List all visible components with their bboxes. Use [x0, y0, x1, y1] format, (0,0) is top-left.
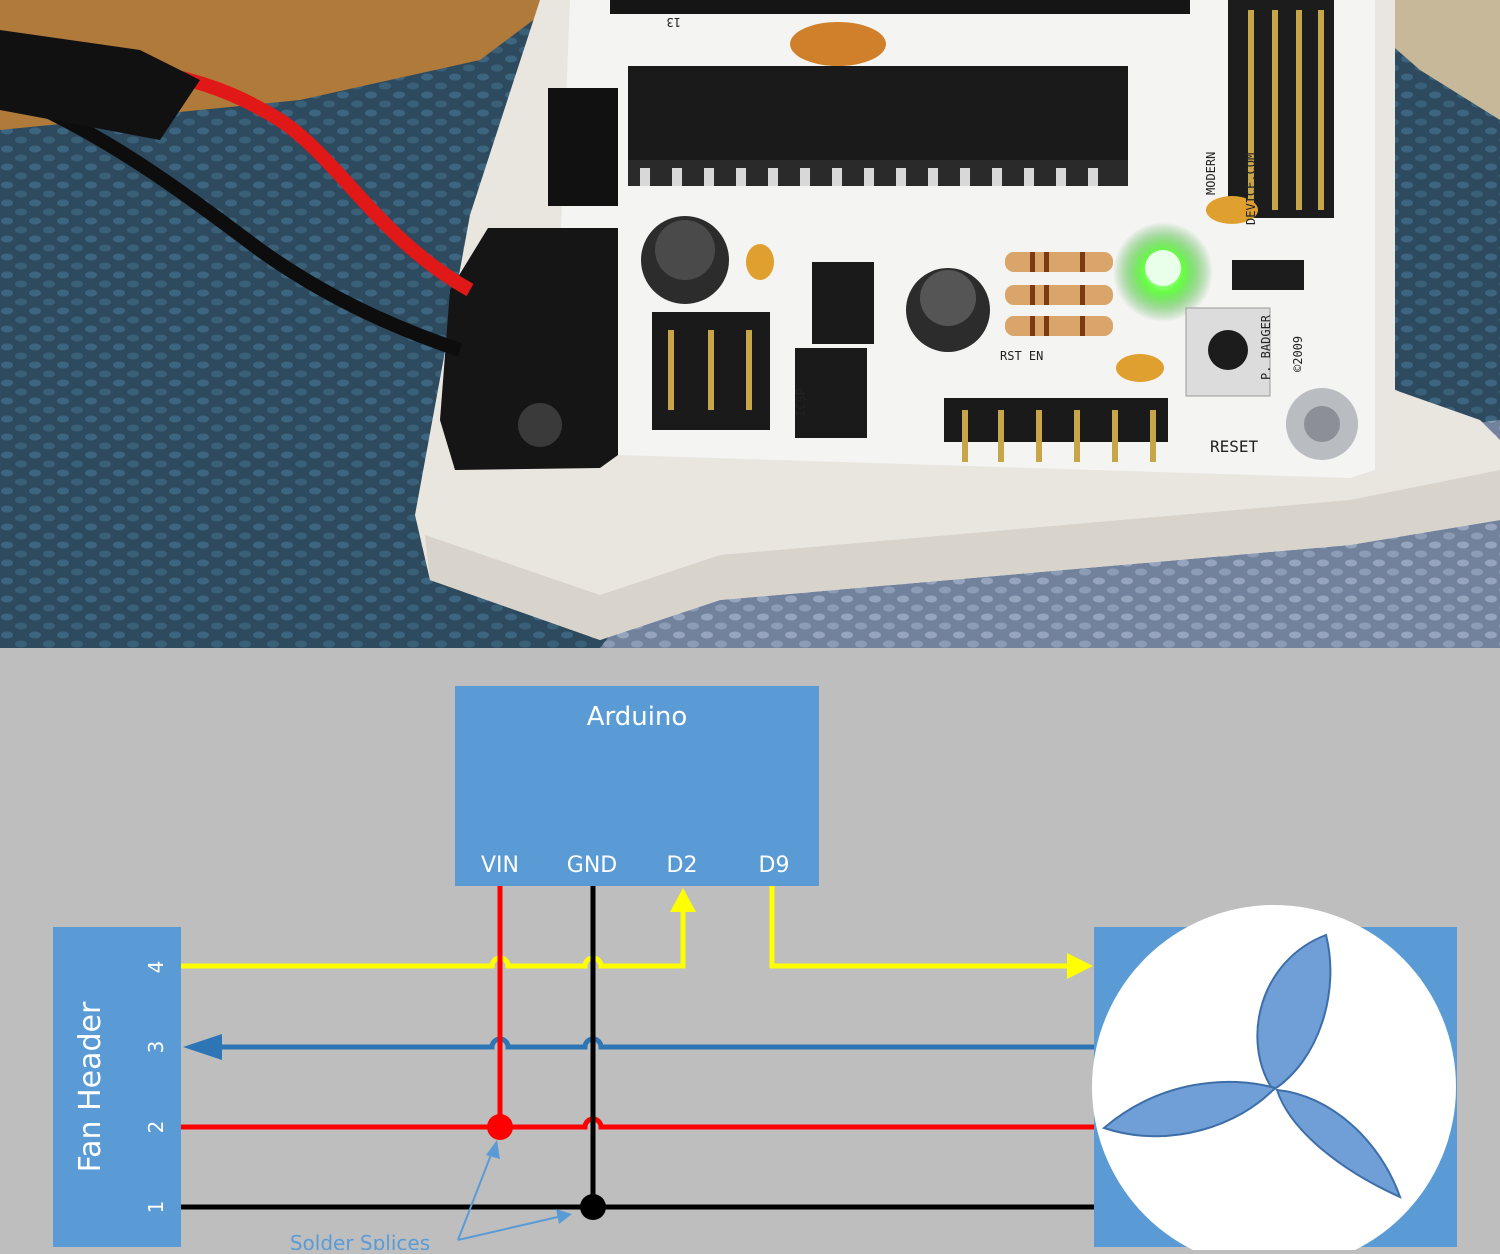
ftdi-header [944, 398, 1168, 442]
black-wire [0, 83, 463, 357]
board-label: ICSP [794, 388, 808, 417]
board-photo: 13 MODERN DEVICE.COM RESET P. BADGER ©20… [0, 0, 1500, 648]
splice-dot-ground [580, 1194, 606, 1220]
fan-icon [1102, 933, 1402, 1199]
analog-header [1228, 0, 1334, 218]
resistors [1005, 252, 1113, 336]
header-pin-1: 1 [144, 1201, 168, 1214]
wire-tach [181, 905, 686, 969]
header-pin-2: 2 [144, 1121, 168, 1134]
splice-dot-power [487, 1114, 513, 1140]
pin-label-vin: VIN [481, 853, 519, 878]
microcontroller-chip [628, 66, 1128, 166]
pin-label-gnd: GND [567, 853, 617, 878]
arduino-label: Arduino [587, 702, 688, 732]
arrow-d2 [670, 888, 696, 912]
wire-pwm [769, 886, 1072, 969]
pin-label-d2: D2 [667, 853, 698, 878]
board-label: MODERN [1204, 152, 1218, 195]
splice-label: Solder Splices [290, 1231, 430, 1250]
board-label: RESET [1210, 437, 1259, 456]
header-pin-4: 4 [144, 961, 168, 974]
splice-callout [457, 1146, 563, 1241]
wiring-diagram: Arduino VIN GND D2 D9 Fan Header 4 3 2 1 [0, 648, 1500, 1254]
arrow-sense [183, 1034, 222, 1060]
board-label: DEVICE.COM [1244, 153, 1258, 225]
board-label: ©2009 [1291, 336, 1305, 372]
arrow-pwm [1067, 953, 1093, 979]
board-label: P. BADGER [1259, 314, 1273, 380]
pin-label-d9: D9 [759, 853, 790, 878]
heatshrink [0, 30, 200, 140]
dc-jack [440, 228, 618, 470]
board-label: RST EN [1000, 349, 1043, 363]
arduino-box [455, 686, 819, 886]
board-label: 13 [667, 15, 681, 29]
fan-header-box [53, 927, 181, 1247]
wire-sense [210, 1036, 1094, 1050]
fan-header-label: Fan Header [73, 1001, 108, 1172]
header-pin-3: 3 [144, 1041, 168, 1054]
